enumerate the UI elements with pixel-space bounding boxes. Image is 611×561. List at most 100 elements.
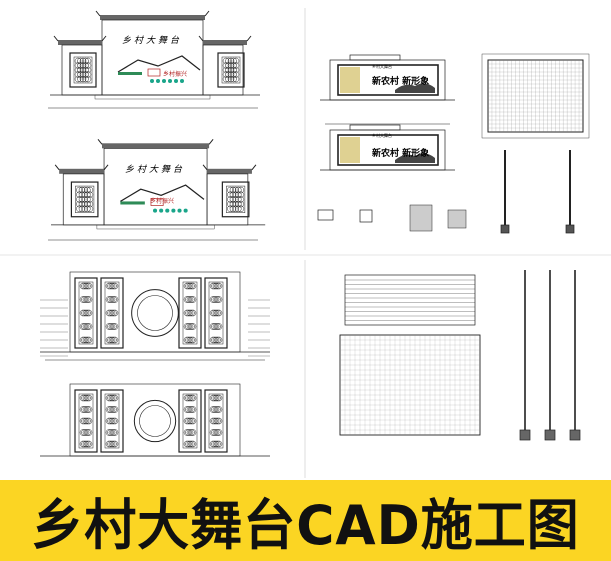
stage-step (96, 224, 215, 230)
lattice-ring (186, 336, 194, 344)
lattice-ring (108, 429, 116, 436)
cad-line (101, 35, 107, 42)
lattice-ring (212, 394, 220, 402)
lattice-ring (108, 440, 116, 448)
lattice-ring (81, 296, 88, 303)
lattice-ring (111, 440, 119, 448)
cad-line (53, 35, 59, 42)
teal-dot (162, 79, 166, 83)
lattice-ring (85, 440, 93, 448)
lattice-ring (111, 282, 119, 290)
mural-title-2: 乡村大舞台 (372, 132, 392, 138)
sign-box (150, 198, 164, 206)
lattice-ring (214, 309, 221, 317)
detail-box (359, 209, 373, 223)
lattice-ring (215, 429, 223, 436)
lattice-ring (186, 282, 194, 290)
lattice-ring (82, 429, 90, 436)
lattice-ring (186, 309, 194, 317)
lattice-ring (110, 282, 117, 290)
lattice-ring (189, 394, 197, 402)
lattice-ring (211, 323, 218, 330)
center-wall (103, 148, 208, 226)
lattice-ring (215, 323, 223, 330)
roof-tiles (102, 143, 210, 149)
teal-dot (180, 79, 184, 83)
lattice-ring (84, 66, 92, 74)
column-footing (500, 224, 510, 234)
roof-tiles (59, 168, 105, 174)
center-wall (101, 19, 204, 96)
lattice-window (100, 277, 124, 349)
lattice-ring (111, 309, 119, 317)
lattice-ring (108, 296, 116, 303)
lattice-window (74, 389, 98, 453)
lattice-ring (81, 323, 88, 330)
lattice-ring (81, 417, 88, 425)
lattice-ring (85, 282, 93, 290)
lattice-window (70, 181, 99, 218)
panel-dividers (0, 8, 611, 478)
lattice-ring (186, 323, 194, 330)
lattice-ring (211, 309, 218, 317)
lattice-ring (212, 309, 220, 317)
lattice-ring (107, 336, 114, 344)
lattice-ring (186, 296, 194, 303)
lattice-ring (188, 296, 195, 303)
lattice-ring (81, 309, 88, 317)
lattice-ring (84, 406, 91, 413)
lattice-ring (86, 196, 94, 203)
teal-dot (150, 79, 154, 83)
lattice-ring (211, 296, 218, 303)
lattice-ring (232, 57, 240, 65)
teal-dot (153, 208, 158, 213)
lattice-ring (212, 440, 220, 448)
lattice-ring (82, 417, 90, 425)
lattice-ring (211, 406, 218, 413)
mural-tree (340, 67, 360, 93)
lattice-ring (111, 417, 119, 425)
lattice-ring (189, 406, 197, 413)
mural-cap (349, 124, 401, 131)
lattice-ring (108, 336, 116, 344)
lattice-ring (110, 296, 117, 303)
lattice-ring (237, 200, 245, 208)
lattice-ring (185, 417, 192, 425)
lattice-ring (215, 394, 223, 402)
stage-wall-elevations (48, 10, 266, 241)
mural-text-2: 新农村 新形象 (372, 147, 429, 159)
lattice-ring (107, 282, 114, 290)
round-window-inner (139, 405, 171, 437)
lattice-ring (232, 66, 240, 74)
lattice-ring (107, 440, 114, 448)
mural-title: 乡村大舞台 (372, 63, 392, 69)
house-silhouette (117, 55, 201, 73)
lattice-ring (188, 309, 195, 317)
lattice-ring (185, 282, 192, 290)
cad-line (251, 164, 257, 171)
lattice-ring (84, 429, 91, 436)
round-window (133, 399, 177, 443)
lattice-ring (189, 440, 197, 448)
sign-box (147, 68, 161, 77)
mural-panel (337, 64, 439, 96)
lattice-ring (189, 429, 197, 436)
lattice-ring (211, 336, 218, 344)
sign-text: 乡村振兴 (163, 70, 187, 78)
cad-line (104, 281, 120, 345)
lattice-ring (107, 309, 114, 317)
green-band (118, 72, 142, 75)
cad-line (208, 281, 224, 345)
lattice-window (204, 389, 228, 453)
lattice-ring (81, 429, 88, 436)
lattice-ring (214, 282, 221, 290)
lattice-ring (85, 323, 93, 330)
lattice-ring (211, 440, 218, 448)
lattice-ring (84, 394, 91, 402)
lattice-ring (85, 394, 93, 402)
lattice-ring (188, 429, 195, 436)
lattice-window (178, 277, 202, 349)
lattice-ring (189, 417, 197, 425)
lattice-ring (82, 323, 90, 330)
